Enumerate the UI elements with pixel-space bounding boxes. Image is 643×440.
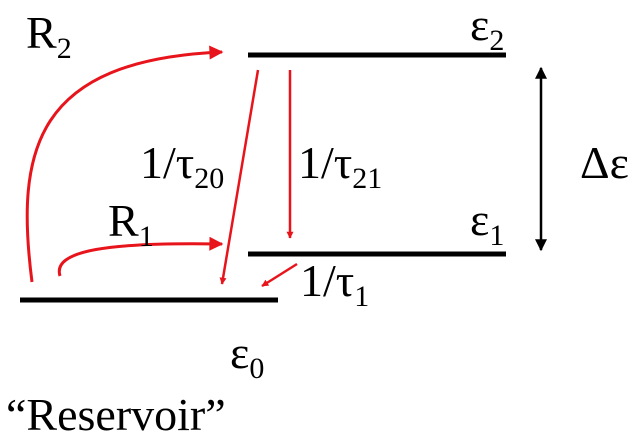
- level-e2-symbol: ε: [470, 0, 490, 50]
- level-e2-subscript: 2: [489, 24, 505, 57]
- r2-pump-arrow: [25, 45, 224, 283]
- level-e2-label: ε2: [470, 0, 504, 56]
- r1-subscript: 1: [138, 220, 154, 253]
- tau20-decay-arrow: [219, 69, 260, 285]
- level-e1-symbol: ε: [470, 194, 490, 245]
- tau1-subscript: 1: [354, 280, 370, 313]
- r1-pump-arrow: [57, 236, 224, 277]
- r2-label: R2: [26, 7, 72, 64]
- r2-symbol: R: [26, 7, 57, 58]
- energy-gap-label: Δε: [580, 137, 629, 188]
- r1-label: R1: [108, 195, 154, 252]
- tau21-label: 1/τ21: [298, 137, 382, 194]
- tau21-subscript: 21: [352, 162, 383, 195]
- level-e0-label: ε0: [230, 327, 264, 384]
- tau20-prefix: 1/τ: [140, 137, 195, 188]
- tau1-prefix: 1/τ: [300, 255, 355, 306]
- tau1-decay-arrow: [261, 262, 298, 288]
- r2-subscript: 2: [56, 32, 72, 65]
- reservoir-label: “Reservoir”: [6, 389, 226, 440]
- level-e0-subscript: 0: [249, 352, 265, 385]
- level-e1-label: ε1: [470, 194, 504, 251]
- r1-symbol: R: [108, 195, 139, 246]
- tau20-label: 1/τ20: [140, 137, 224, 194]
- level-e1-subscript: 1: [489, 219, 505, 252]
- level-e0-symbol: ε: [230, 327, 250, 378]
- tau1-label: 1/τ1: [300, 255, 369, 312]
- tau21-prefix: 1/τ: [298, 137, 353, 188]
- tau20-subscript: 20: [194, 162, 225, 195]
